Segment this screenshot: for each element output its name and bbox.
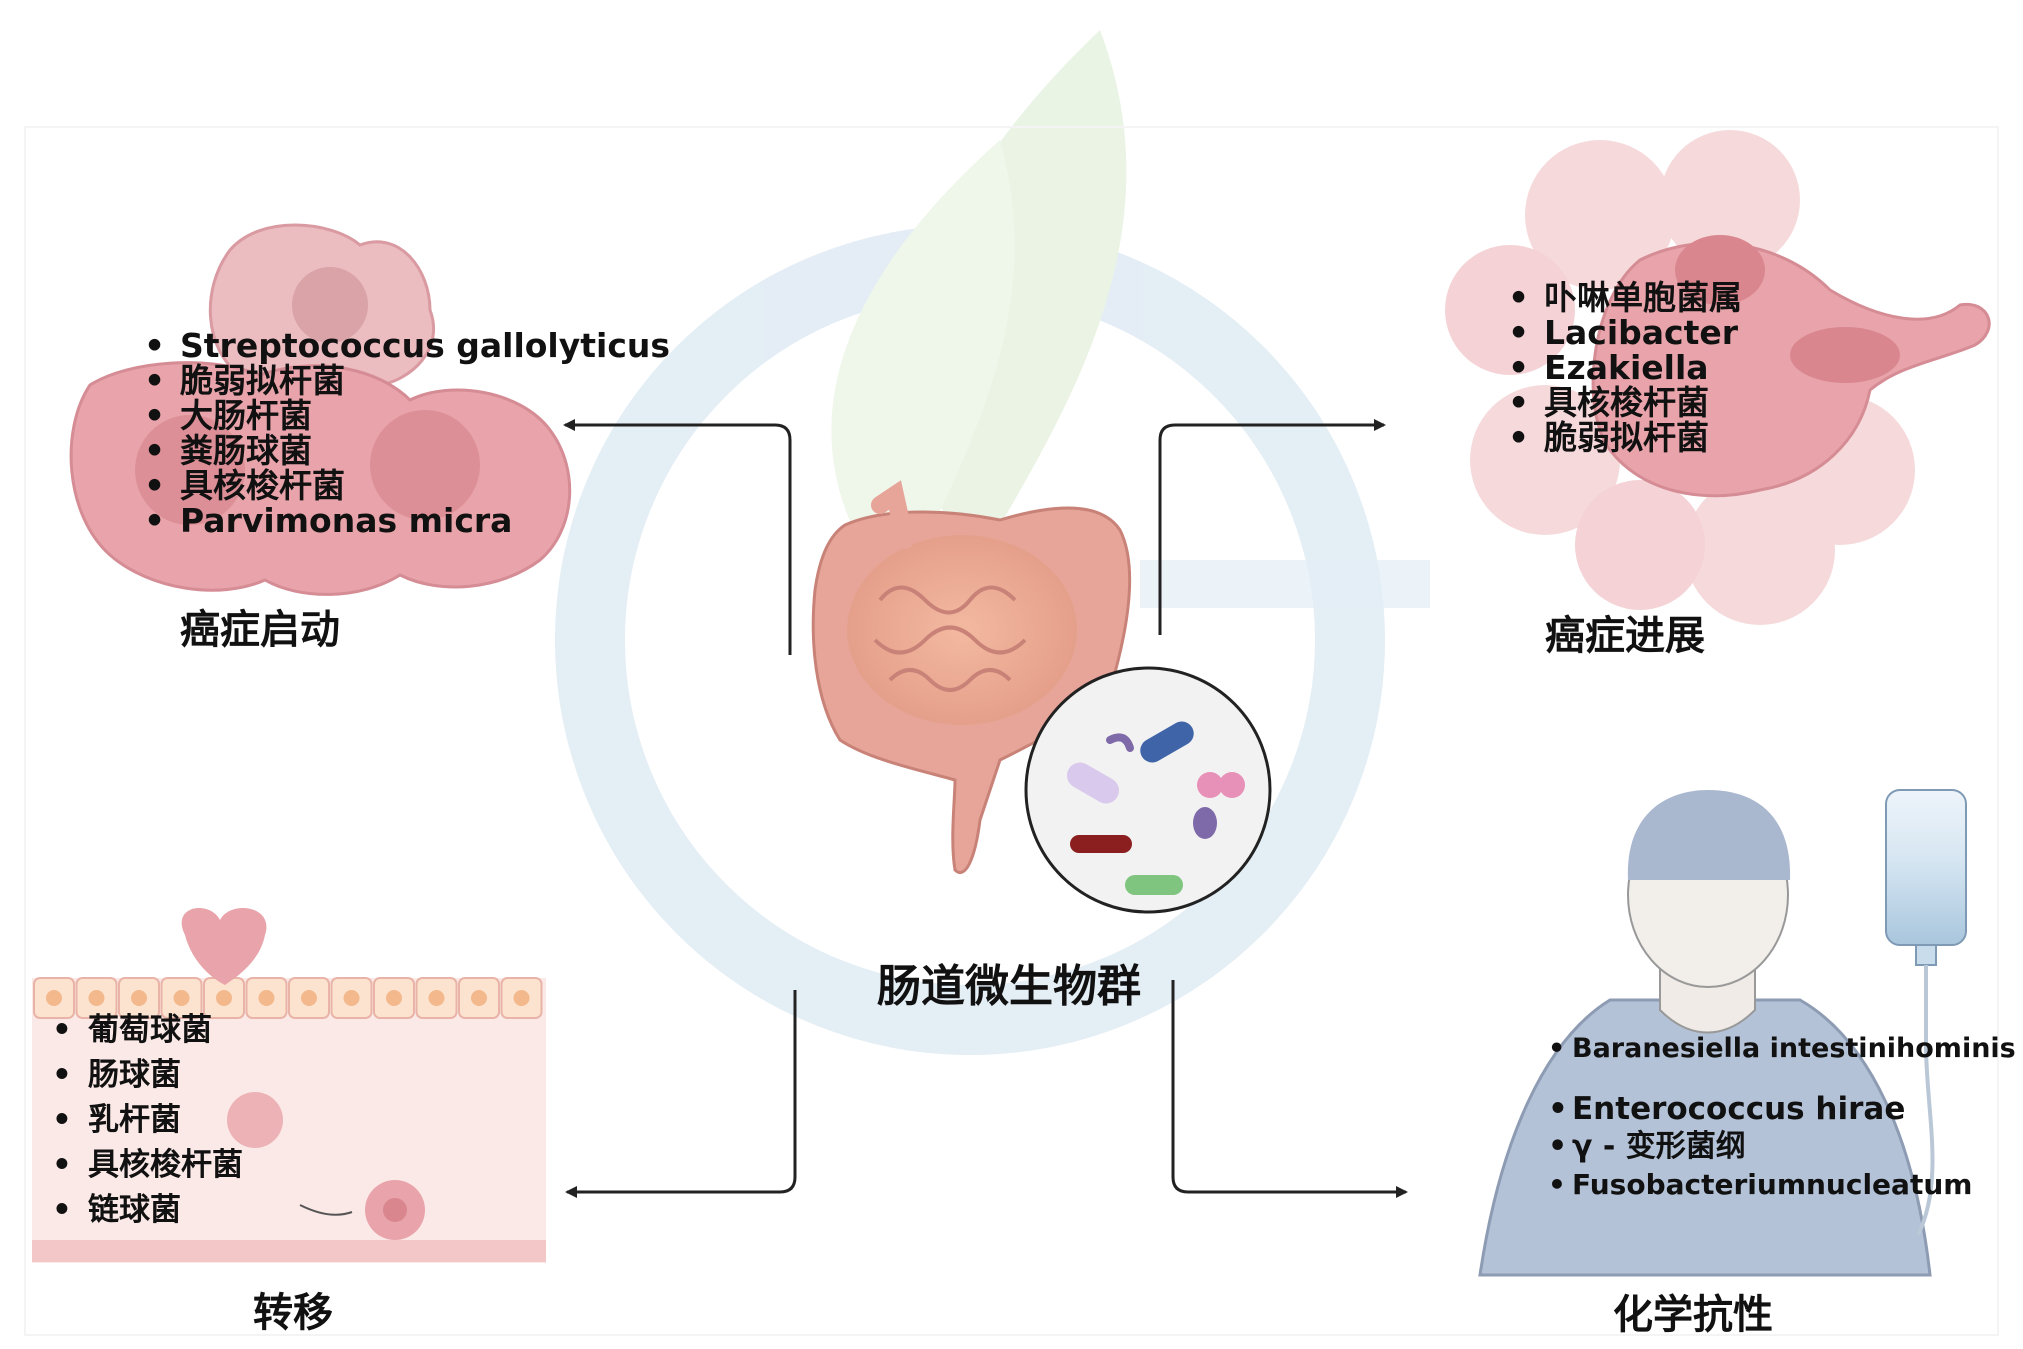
cancer-progression-list: 卟啉单胞菌属 Lacibacter Ezakiella 具核梭杆菌 脆弱拟杆菌: [1504, 280, 1742, 455]
list-item: 肠球菌: [48, 1053, 243, 1098]
list-item: 乳杆菌: [48, 1098, 243, 1143]
chemoresistance-list: Baranesiella intestinihominis Enterococc…: [1548, 1030, 2016, 1204]
cell-nucleus: [428, 990, 445, 1006]
list-item: 脆弱拟杆菌: [140, 363, 670, 398]
list-item: Ezakiella: [1504, 350, 1742, 385]
list-item: γ - 变形菌纲: [1548, 1128, 2016, 1166]
arrow-to-metastasis: [565, 990, 797, 1198]
cancer-progression-label: 癌症进展: [1545, 613, 1705, 659]
list-item: 葡萄球菌: [48, 1008, 243, 1053]
cell-nucleus: [301, 990, 317, 1006]
cell-nucleus: [173, 990, 190, 1006]
intestine-icon: [811, 480, 1132, 874]
list-item: 链球菌: [48, 1188, 243, 1233]
list-item: Streptococcus gallolyticus: [140, 328, 670, 363]
list-item: Fusobacteriumnucleatum: [1548, 1166, 2016, 1204]
list-item: 具核梭杆菌: [140, 468, 670, 503]
arrow-to-chemoresistance: [1171, 980, 1408, 1198]
cell-nucleus: [513, 990, 530, 1006]
list-item: Lacibacter: [1504, 315, 1742, 350]
watermark-bar: [1140, 560, 1430, 608]
list-item: 具核梭杆菌: [1504, 385, 1742, 420]
microbe-circle-icon: [1024, 666, 1272, 914]
cell-nucleus: [46, 990, 62, 1006]
cancer-initiation-list: Streptococcus gallolyticus 脆弱拟杆菌 大肠杆菌 粪肠…: [140, 328, 670, 538]
chemoresistance-label: 化学抗性: [1613, 1292, 1773, 1338]
list-item: 卟啉单胞菌属: [1504, 280, 1742, 315]
list-item: Parvimonas micra: [140, 503, 670, 538]
arrow-to-initiation: [563, 419, 792, 655]
gut-microbiota-label: 肠道微生物群: [877, 961, 1141, 1012]
cell-nucleus: [343, 990, 360, 1006]
list-item: 具核梭杆菌: [48, 1143, 243, 1188]
arrow-to-progression: [1158, 419, 1386, 635]
cell-nucleus: [216, 990, 232, 1006]
cancer-initiation-label: 癌症启动: [180, 607, 340, 653]
list-item: 大肠杆菌: [140, 398, 670, 433]
cell-nucleus: [471, 990, 487, 1006]
list-item: 粪肠球菌: [140, 433, 670, 468]
cell-nucleus: [386, 990, 402, 1006]
metastasis-list: 葡萄球菌 肠球菌 乳杆菌 具核梭杆菌 链球菌: [48, 1008, 243, 1233]
list-item: Enterococcus hirae: [1548, 1090, 2016, 1128]
cell-nucleus: [258, 990, 275, 1006]
cell-nucleus: [88, 990, 105, 1006]
cell-nucleus: [131, 990, 147, 1006]
list-item: 脆弱拟杆菌: [1504, 420, 1742, 455]
list-item: Baranesiella intestinihominis: [1548, 1030, 2016, 1068]
metastasis-label: 转移: [253, 1290, 333, 1336]
panel-border: [24, 126, 1999, 1336]
watermark-logo-icon: [555, 30, 1385, 1055]
